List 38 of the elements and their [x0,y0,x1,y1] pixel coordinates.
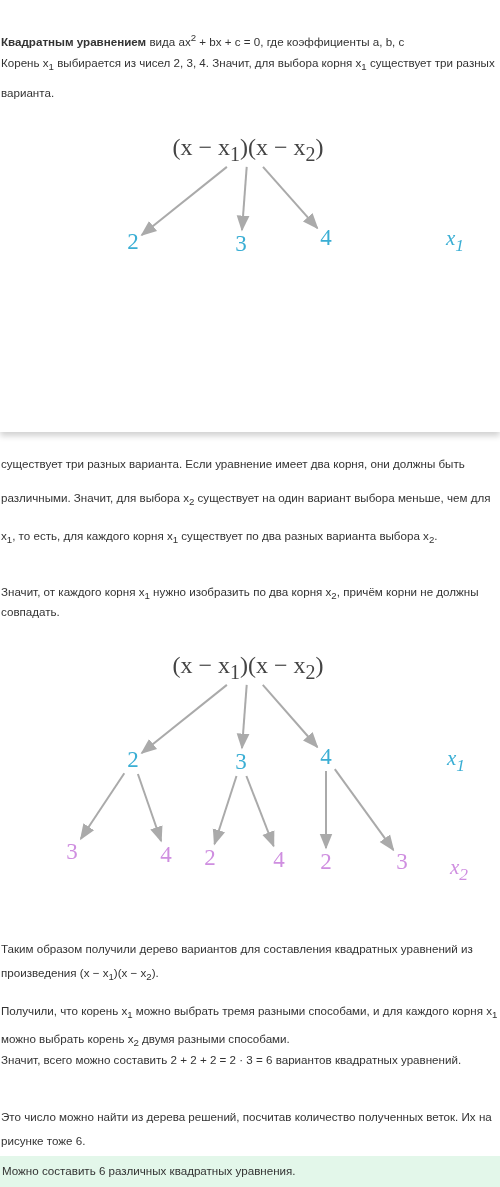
text-paragraph: Квадратным уравнением вида ax$^{2}$ + bx + c = 0, где коэффициенты a, b, c [1,31,406,50]
arrow [319,770,333,850]
text-paragraph: Таким образом получили дерево вариантов для составления квадратных уравнений из произведения (x − x$_{1}$)(x − x$_{2}$). [1,941,474,985]
arrow [140,165,228,236]
tree-value: 3 [233,231,249,257]
tree-value: 2 [202,845,218,871]
arrow [140,683,228,754]
tree-value: 2 [318,849,334,875]
tree-value: 2 [125,229,141,255]
tree-value: 2 [125,747,141,773]
text-paragraph: Значит, от каждого корня x$_{1}$ нужно изобразить по два корня x$_{2}$, причём корни не должны совпадать. [1,584,480,621]
tree-value: 3 [394,849,410,875]
tree-value: 3 [64,839,80,865]
arrow [262,165,319,230]
arrow [79,772,126,841]
tree-value: 4 [318,225,334,251]
arrow [212,775,238,846]
tree-value: 4 [271,847,287,873]
root-expression: (x − x$_{1}$)(x − x$_{2}$) [170,134,326,166]
tree-value: 4 [318,744,334,770]
root-expression: (x − x$_{1}$)(x − x$_{2}$) [170,652,326,684]
text-paragraph: Значит, всего можно составить 2 + 2 + 2 = 2 · 3 = 6 вариантов квадратных уравнений. [1,1052,463,1068]
level-label: x$_{2}$ [449,855,469,885]
arrow [236,683,250,750]
tree-value: 4 [158,842,174,868]
text-paragraph: Корень x$_{1}$ выбирается из чисел 2, 3, 4. Значит, для выбора корня x$_{1}$ существует три разных варианта. [1,55,496,102]
arrow [236,165,250,232]
arrow [333,768,395,852]
text-paragraph: Это число можно найти из дерева решений, посчитав количество полученных веток. Их на рисунке тоже 6. [1,1109,493,1149]
level-label: x$_{1}$ [446,746,466,776]
tree-value: 3 [233,749,249,775]
arrow [136,773,163,843]
arrow [261,683,319,749]
arrow [245,775,275,848]
text-paragraph: Получили, что корень x$_{1}$ можно выбрать тремя разными способами, и для каждого корня x$_{1}$ можно выбрать корень x$_{2}$ двумя разными способами. [1,1003,499,1051]
level-label: x$_{1}$ [445,226,465,256]
answer-banner: Можно составить 6 различных квадратных уравнения. [0,1156,500,1187]
text-paragraph: существует три разных варианта. Если уравнение имеет два корня, они должны быть различными. Значит, для выбора x$_{2}$ существует на один вариант выбора меньше, чем для x$_{1}$, то есть, для каждого корня x$_{1}$ существует по два разных варианта выбора x$_{2}$. [1,456,492,548]
